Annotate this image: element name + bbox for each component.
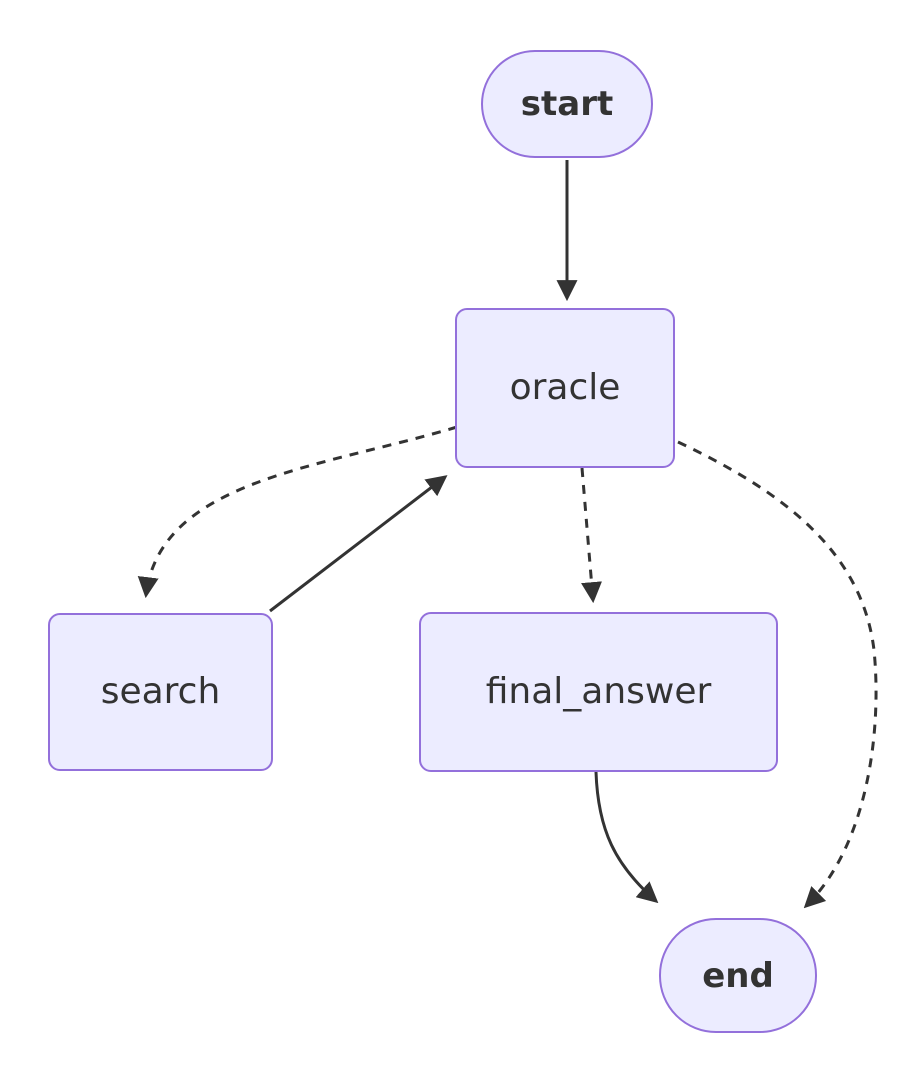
node-end: end — [659, 918, 817, 1033]
node-final-answer: final_answer — [419, 612, 778, 772]
node-start-label: start — [520, 84, 614, 124]
edge-final-answer-to-end — [594, 771, 659, 904]
edge-oracle-to-search — [137, 425, 458, 599]
node-end-label: end — [702, 955, 774, 996]
edge-search-to-oracle — [269, 475, 448, 613]
node-search-label: search — [100, 671, 221, 712]
edge-oracle-to-end — [677, 440, 878, 909]
node-oracle: oracle — [455, 308, 675, 468]
node-search: search — [48, 613, 273, 771]
node-oracle-label: oracle — [509, 367, 621, 408]
node-start: start — [481, 50, 653, 158]
node-final-answer-label: final_answer — [485, 671, 712, 712]
edge-oracle-to-final-answer — [580, 467, 602, 604]
